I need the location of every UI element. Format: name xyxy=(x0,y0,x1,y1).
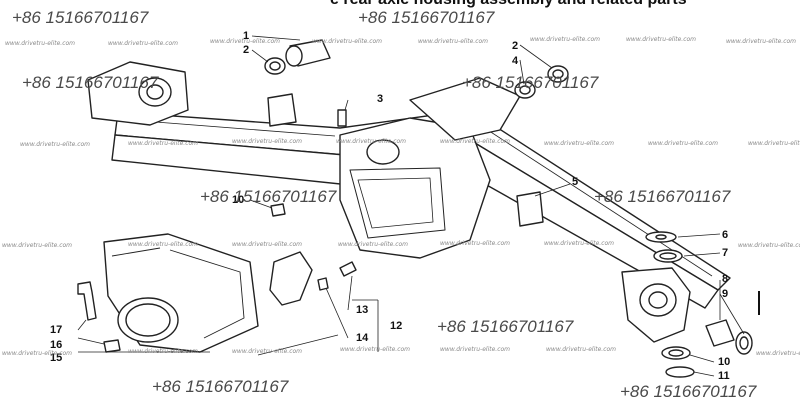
watermark-url: www.drivetru-elite.com xyxy=(440,346,511,353)
watermark-url: www.drivetru-elite.com xyxy=(312,38,383,45)
plug-16 xyxy=(103,339,121,353)
watermark-url: www.drivetru-elite.com xyxy=(544,240,615,247)
watermark-url: www.drivetru-elite.com xyxy=(544,140,615,147)
watermark-url: www.drivetru-elite.com xyxy=(232,348,303,355)
callout-label: 11 xyxy=(718,370,730,382)
watermark-phone: +86 15166701167 xyxy=(200,187,337,206)
watermark-url: www.drivetru-elite.com xyxy=(626,36,697,43)
watermark-url: www.drivetru-elite.com xyxy=(336,138,407,145)
pin-10 xyxy=(270,203,286,217)
watermark-url: www.drivetru-elite.com xyxy=(128,348,199,355)
watermark-url: www.drivetru-elite.com xyxy=(2,242,73,249)
watermark-url: www.drivetru-elite.com xyxy=(546,346,617,353)
watermark-url: www.drivetru-elite.com xyxy=(738,242,800,249)
watermark-url: www.drivetru-elite.com xyxy=(128,241,199,248)
watermark-url: www.drivetru-elite.com xyxy=(418,38,489,45)
watermark-phone: +86 15166701167 xyxy=(152,377,289,396)
watermark-phone: +86 15166701167 xyxy=(12,8,149,27)
bolt-17 xyxy=(77,281,97,321)
callout-label: 9 xyxy=(722,288,729,300)
bolt-3 xyxy=(337,109,347,127)
callout-label: 2 xyxy=(512,40,519,52)
bracket xyxy=(269,251,313,306)
watermark-url: www.drivetru-elite.com xyxy=(108,40,179,47)
watermark-url: www.drivetru-elite.com xyxy=(20,141,91,148)
watermark-url: www.drivetru-elite.com xyxy=(340,346,411,353)
watermark-url: www.drivetru-elite.com xyxy=(5,40,76,47)
caption-fragment: e rear axle housing assembly and related… xyxy=(330,0,687,9)
watermark-url: www.drivetru-elite.com xyxy=(128,140,199,147)
watermark-phone: +86 15166701167 xyxy=(620,382,757,401)
callout-label: 6 xyxy=(722,229,729,241)
callout-label: 10 xyxy=(232,194,245,206)
ring-7 xyxy=(653,249,683,263)
left-beam-end xyxy=(87,61,189,126)
callout-label: 13 xyxy=(356,304,369,316)
watermark-phone: +86 15166701167 xyxy=(358,8,495,27)
washer-11 xyxy=(665,366,695,378)
watermark-url: www.drivetru-elite.com xyxy=(648,140,719,147)
watermark-url: www.drivetru-elite.com xyxy=(748,140,800,147)
watermark-url: www.drivetru-elite.com xyxy=(2,350,73,357)
leader-lines xyxy=(77,35,745,377)
watermark-url: www.drivetru-elite.com xyxy=(210,38,281,45)
text-cursor-bar xyxy=(758,291,760,315)
callout-label: 7 xyxy=(722,247,729,259)
callout-label: 16 xyxy=(50,339,63,351)
callout-label: 2 xyxy=(243,44,250,56)
callout-label: 14 xyxy=(356,332,369,344)
callout-label: 15 xyxy=(50,352,63,364)
callout-label: 10 xyxy=(718,356,731,368)
watermark-url: www.drivetru-elite.com xyxy=(440,240,511,247)
watermark-phone: +86 15166701167 xyxy=(437,317,574,336)
washer-6 xyxy=(645,231,677,243)
watermark-url: www.drivetru-elite.com xyxy=(756,350,800,357)
mount-pad-left xyxy=(267,93,297,127)
bolt-13 xyxy=(339,261,357,277)
watermark-url: www.drivetru-elite.com xyxy=(530,36,601,43)
mount-pad-right xyxy=(516,191,544,227)
callout-label: 1 xyxy=(243,30,250,42)
insert-14 xyxy=(317,277,329,291)
watermark-phone: +86 15166701167 xyxy=(594,187,731,206)
watermark-url: www.drivetru-elite.com xyxy=(338,241,409,248)
watermark-url: www.drivetru-elite.com xyxy=(232,241,303,248)
carrier-cover xyxy=(409,77,521,141)
bushing-top-left xyxy=(264,39,331,75)
watermark-url: www.drivetru-elite.com xyxy=(440,138,511,145)
callout-label: 3 xyxy=(377,93,384,105)
bushing-top-right xyxy=(514,65,569,99)
callout-label: 12 xyxy=(390,320,403,332)
ring-9 xyxy=(735,331,753,355)
callout-label: 5 xyxy=(572,176,579,188)
watermark-url: www.drivetru-elite.com xyxy=(232,138,303,145)
callout-label: 17 xyxy=(50,324,63,336)
watermark-url: www.drivetru-elite.com xyxy=(726,38,797,45)
callout-label: 4 xyxy=(512,55,519,67)
watermark-phone: +86 15166701167 xyxy=(22,73,159,92)
watermark-phone: +86 15166701167 xyxy=(462,73,599,92)
callout-label: 8 xyxy=(722,273,729,285)
ring-10 xyxy=(661,346,691,360)
bushing-8 xyxy=(705,319,735,347)
